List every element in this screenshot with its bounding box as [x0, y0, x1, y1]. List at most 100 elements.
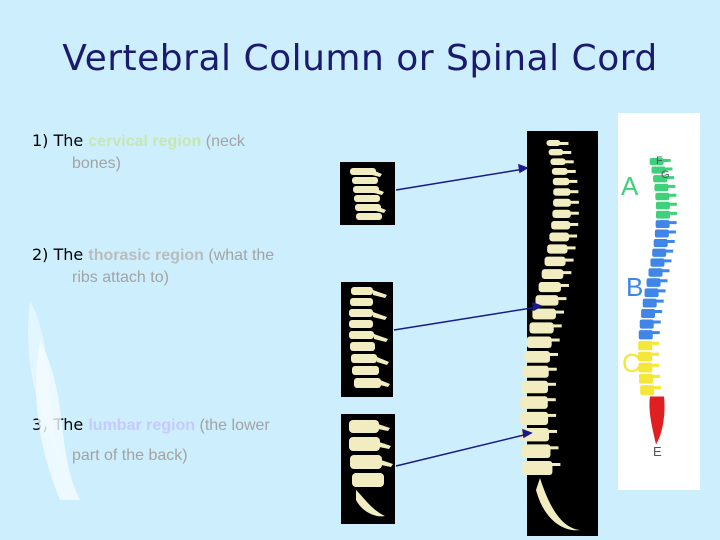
- sacrum: [536, 478, 580, 531]
- spine-vertebra: [535, 295, 559, 306]
- label-b: B: [626, 272, 643, 302]
- spine-vertebra: [544, 256, 566, 267]
- label-f: F: [656, 155, 663, 167]
- bullet-highlight: thorasic region: [88, 247, 204, 264]
- colored-vertebra: [653, 175, 668, 183]
- spine-vertebra: [548, 149, 564, 156]
- colored-spine: [638, 158, 677, 445]
- colored-process: [668, 202, 677, 206]
- spine-process: [549, 338, 560, 342]
- spine-vertebra: [551, 220, 571, 230]
- colored-vertebra: [655, 210, 670, 219]
- spine-process: [565, 246, 576, 250]
- spine-process: [546, 413, 557, 417]
- spine-process: [545, 382, 556, 386]
- spine-vertebra: [553, 188, 571, 196]
- colored-vertebra: [644, 288, 659, 298]
- colored-vertebra: [650, 258, 665, 267]
- colored-process: [666, 176, 675, 180]
- colored-process: [652, 374, 661, 378]
- spine-vertebra: [520, 411, 549, 425]
- spine-process: [568, 222, 579, 226]
- full-spine-bones: [520, 140, 580, 531]
- colored-process: [659, 279, 668, 283]
- spine-vertebra: [552, 209, 571, 218]
- colored-vertebra: [641, 309, 656, 318]
- bullet-text: (the lower: [195, 417, 270, 434]
- spine-vertebra: [522, 461, 553, 475]
- spine-vertebra: [541, 269, 564, 279]
- colored-process: [652, 320, 661, 324]
- spine-vertebra: [521, 380, 548, 394]
- colored-process: [655, 299, 664, 303]
- colored-process: [668, 211, 677, 215]
- colored-vertebra: [639, 319, 654, 329]
- colored-vertebra: [649, 158, 664, 165]
- colored-vertebra: [648, 268, 663, 277]
- colored-vertebra: [638, 362, 653, 373]
- colored-vertebra: [652, 248, 667, 257]
- spine-process: [547, 429, 558, 433]
- spine-process: [568, 200, 579, 204]
- arrow-lumbar: [395, 428, 533, 467]
- spine-process: [548, 446, 559, 450]
- bullet-text: (neck: [201, 133, 245, 150]
- colored-vertebra: [646, 278, 661, 287]
- spine-process: [547, 352, 558, 356]
- bullet-text: (what the: [203, 247, 275, 264]
- colored-process: [653, 386, 662, 390]
- spine-vertebra: [553, 198, 571, 207]
- colored-vertebra: [653, 239, 668, 248]
- colored-sacrum: [649, 396, 665, 445]
- colored-process: [651, 352, 660, 356]
- bullet-text-continued: ribs attach to): [72, 269, 169, 286]
- colored-process: [651, 341, 660, 345]
- colored-vertebra: [655, 192, 670, 201]
- colored-process: [651, 363, 660, 367]
- colored-vertebra: [638, 330, 653, 340]
- spine-vertebra: [520, 396, 548, 409]
- thoracic-bones: [349, 287, 390, 388]
- spine-vertebra: [549, 232, 570, 242]
- colored-process: [667, 184, 676, 188]
- colored-process: [657, 289, 666, 293]
- colored-process: [664, 167, 673, 171]
- spine-process: [551, 324, 562, 328]
- lumbar-bones: [349, 420, 393, 517]
- spine-process: [567, 234, 578, 238]
- colored-vertebra: [654, 229, 669, 238]
- colored-vertebra: [639, 373, 654, 384]
- colored-vertebra: [655, 220, 670, 228]
- bullet-cervical: 1) The cervical region (neck bones): [32, 130, 332, 175]
- spine-process: [561, 151, 572, 154]
- spine-process: [554, 310, 565, 314]
- bullet-text-continued: part of the back): [72, 447, 188, 464]
- spine-process: [558, 283, 569, 287]
- spine-vertebra: [538, 281, 561, 293]
- colored-process: [651, 331, 660, 335]
- colored-process: [668, 221, 677, 225]
- colored-process: [654, 310, 663, 313]
- colored-vertebra: [640, 385, 655, 395]
- spine-vertebra: [547, 244, 568, 254]
- colored-vertebra: [642, 298, 657, 308]
- bullet-prefix: 1) The: [32, 131, 89, 150]
- bullet-prefix: 2) The: [32, 245, 89, 264]
- spine-vertebra: [546, 140, 561, 146]
- spine-process: [558, 142, 569, 145]
- spine-process: [568, 211, 579, 215]
- spine-vertebra: [532, 308, 557, 320]
- colored-vertebra: [638, 340, 653, 351]
- spine-process: [546, 367, 557, 371]
- colored-vertebra: [655, 201, 670, 210]
- colored-vertebra: [654, 183, 669, 192]
- cervical-bones: [350, 168, 386, 220]
- spine-process: [550, 463, 561, 466]
- label-g: G: [661, 169, 670, 181]
- colored-process: [662, 159, 671, 162]
- label-a: A: [621, 171, 639, 201]
- spine-vertebra: [552, 177, 570, 186]
